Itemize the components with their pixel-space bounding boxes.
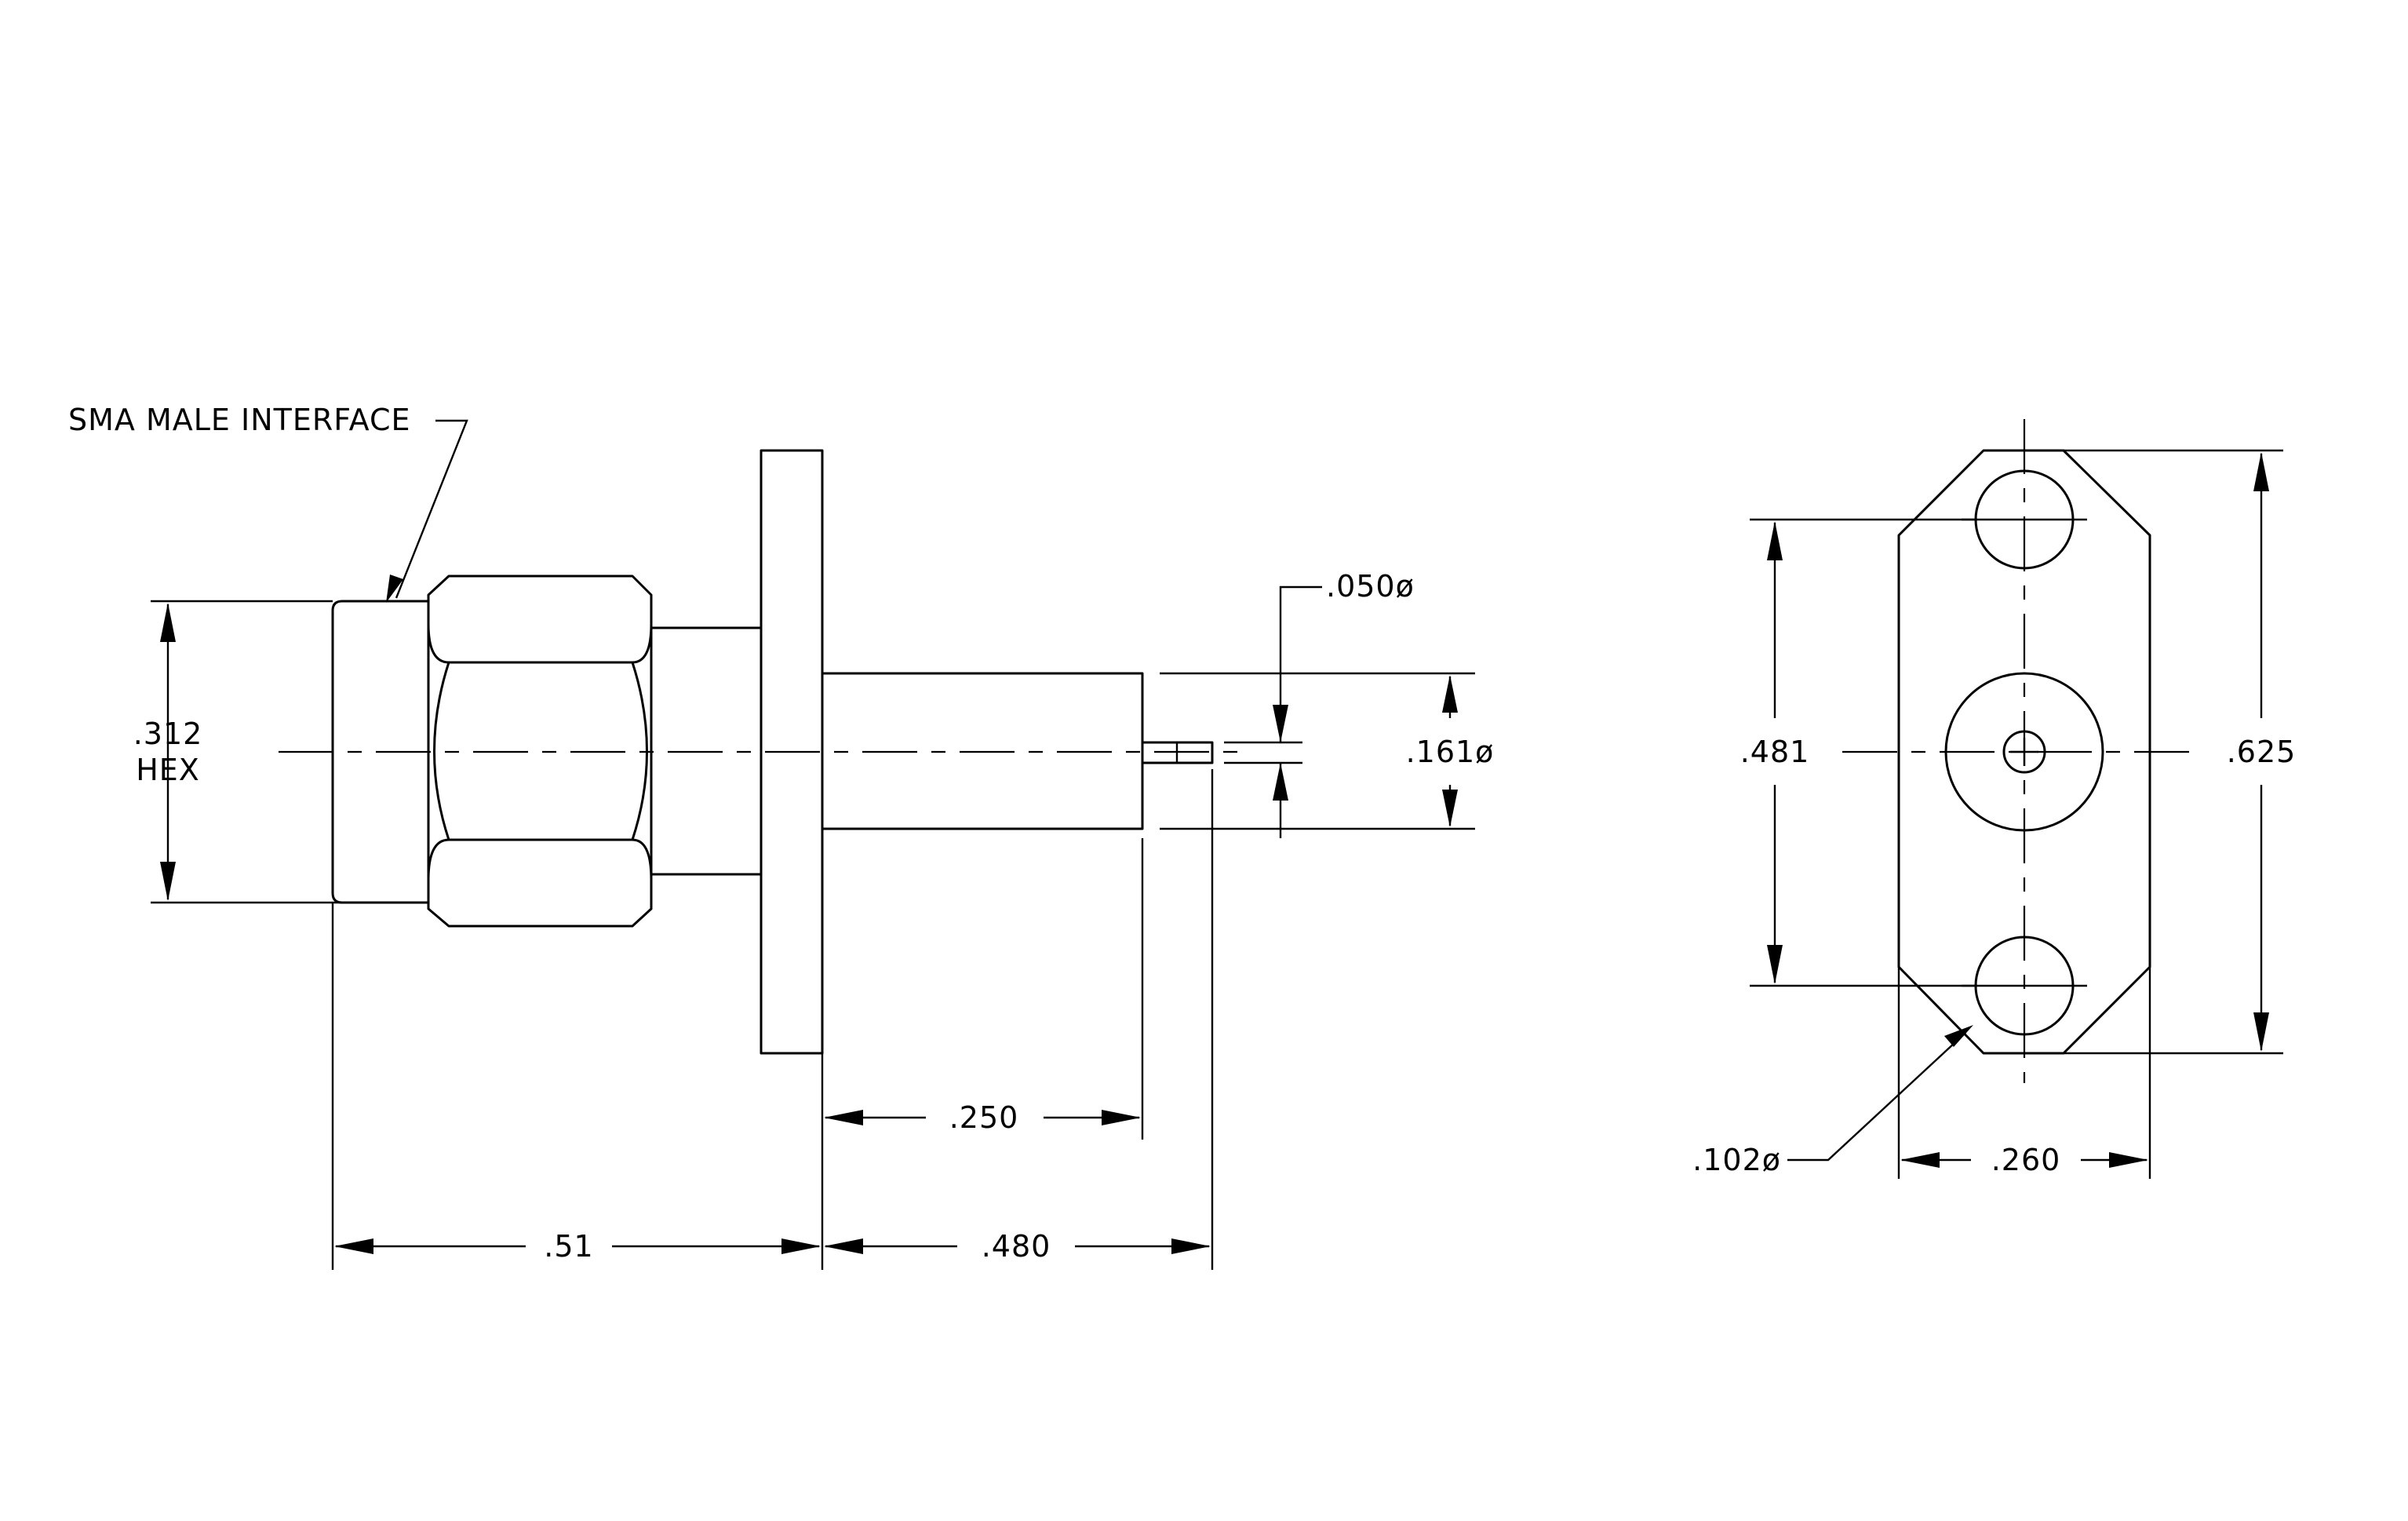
front-dimensions xyxy=(1750,449,2283,1179)
label-hex-size: .312 xyxy=(133,717,203,751)
label-barrel-length: .250 xyxy=(949,1100,1019,1135)
arrow-interface xyxy=(386,574,403,603)
hex-nut xyxy=(427,574,653,928)
label-overall-front: .51 xyxy=(544,1229,593,1264)
rear-barrel xyxy=(821,672,1144,830)
label-flange-width: .260 xyxy=(1991,1143,2061,1177)
label-pin-diameter: .050ø xyxy=(1326,569,1415,604)
label-rear-length: .480 xyxy=(982,1229,1051,1264)
label-flange-height: .625 xyxy=(2227,735,2297,769)
label-body-diameter: .161ø xyxy=(1406,735,1495,769)
label-hole-spacing: .481 xyxy=(1740,735,1810,769)
label-sma-male-interface: SMA MALE INTERFACE xyxy=(68,403,411,437)
label-hole-diameter: .102ø xyxy=(1692,1143,1781,1177)
label-hex-word: HEX xyxy=(136,753,200,787)
side-dimensions xyxy=(151,419,1475,1270)
side-view xyxy=(279,449,1248,1055)
nut-neck xyxy=(651,626,761,876)
